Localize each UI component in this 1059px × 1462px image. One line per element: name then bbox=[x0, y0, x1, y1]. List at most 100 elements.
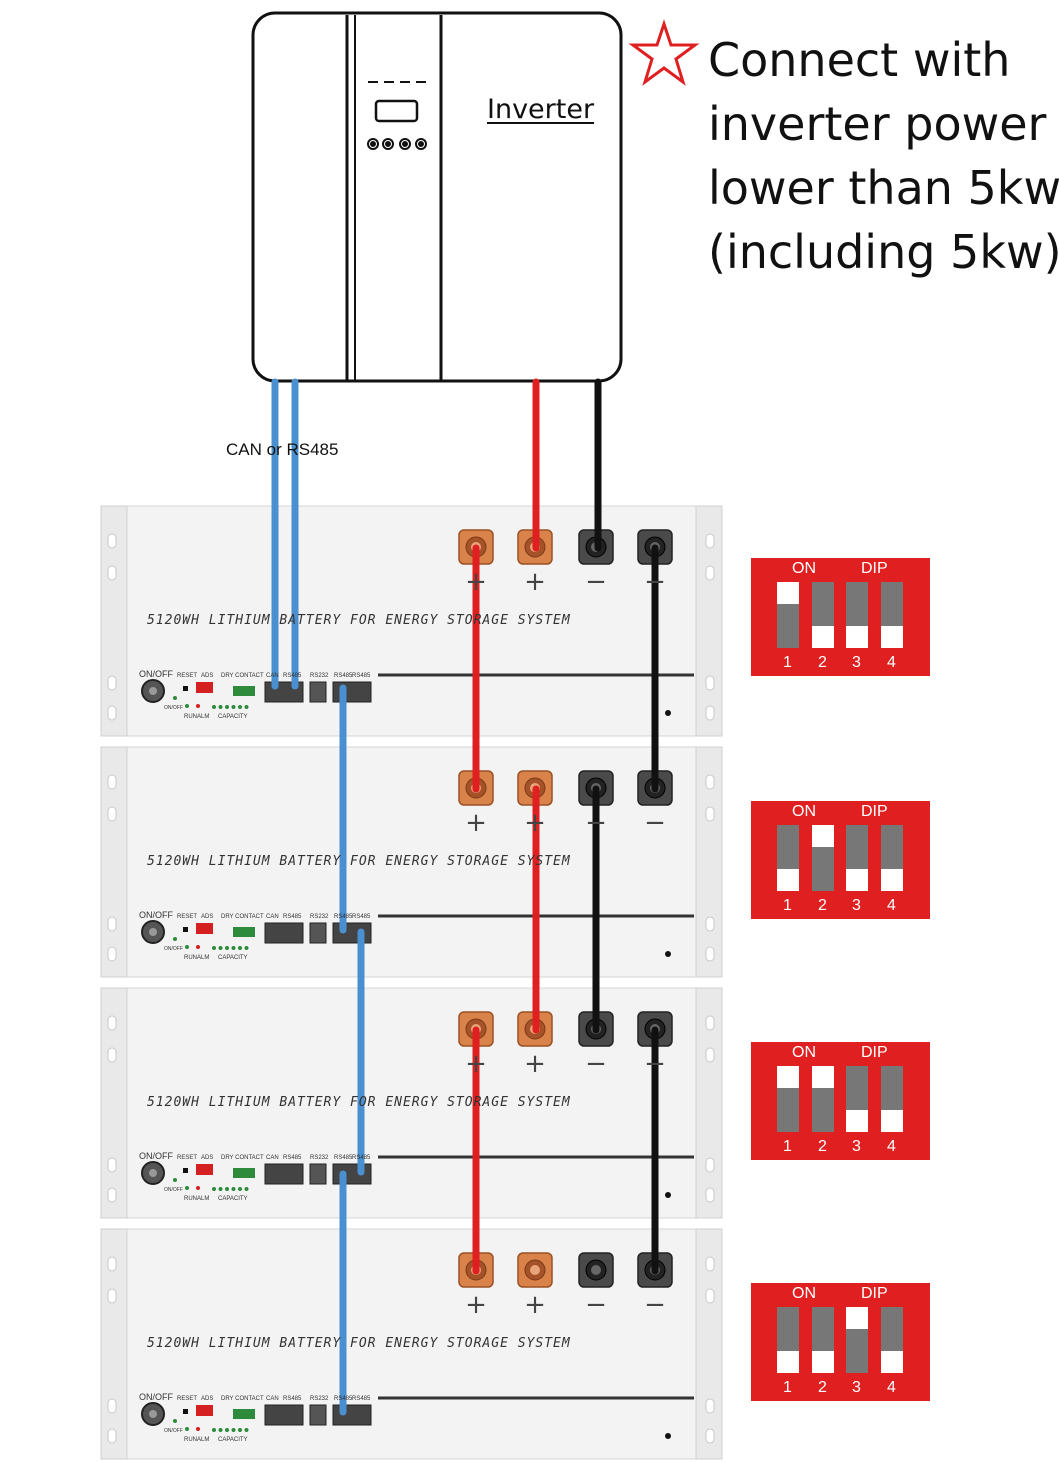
terminal-polarity-sign: − bbox=[644, 808, 666, 838]
mounting-hole bbox=[107, 1047, 117, 1063]
run-label: RUN bbox=[184, 955, 197, 961]
mounting-hole bbox=[107, 565, 117, 581]
battery-case bbox=[100, 1228, 723, 1460]
terminal-polarity-sign: − bbox=[585, 808, 607, 838]
capacity-led bbox=[244, 705, 249, 709]
mounting-hole bbox=[107, 1157, 117, 1173]
on-off-label: ON/OFF bbox=[139, 1392, 173, 1402]
port-label: ADS bbox=[201, 673, 214, 679]
rs485-port-pair bbox=[332, 1404, 372, 1426]
run-led bbox=[185, 945, 189, 949]
mounting-hole bbox=[107, 1015, 117, 1031]
dip-label: DIP bbox=[861, 803, 888, 820]
capacity-led bbox=[225, 1428, 229, 1432]
dip-number: 2 bbox=[818, 654, 827, 671]
dry-contact-terminal bbox=[233, 1168, 255, 1178]
battery-pack bbox=[100, 1228, 723, 1460]
dip-switch-panels bbox=[751, 558, 930, 1401]
terminal-polarity-sign: − bbox=[644, 567, 666, 597]
cables bbox=[271, 378, 659, 1416]
on-off-small-label: ON/OFF bbox=[164, 705, 183, 711]
dip-switch-panel bbox=[751, 801, 930, 919]
dip-number: 3 bbox=[852, 1379, 861, 1396]
mounting-hole bbox=[705, 1428, 715, 1444]
mounting-hole bbox=[705, 705, 715, 721]
dip-toggle-off bbox=[812, 626, 834, 648]
dip-toggle-on bbox=[777, 582, 799, 604]
rs232-port bbox=[309, 681, 327, 703]
capacity-label: CAPACITY bbox=[218, 714, 248, 720]
rs232-port bbox=[309, 1163, 327, 1185]
run-label: RUN bbox=[184, 714, 197, 720]
alm-led bbox=[196, 945, 200, 949]
dip-number: 3 bbox=[852, 654, 861, 671]
on-off-label: ON/OFF bbox=[139, 669, 173, 679]
capacity-led bbox=[212, 705, 216, 709]
mounting-hole bbox=[705, 774, 715, 790]
mounting-hole bbox=[705, 1157, 715, 1173]
capacity-label: CAPACITY bbox=[218, 1196, 248, 1202]
mounting-hole bbox=[107, 774, 117, 790]
mounting-hole bbox=[705, 675, 715, 691]
comm-cable-label: CAN or RS485 bbox=[226, 440, 339, 459]
port-label: RS232 bbox=[310, 673, 329, 679]
port-label: DRY CONTACT bbox=[221, 1396, 264, 1402]
port-label: ADS bbox=[201, 914, 214, 920]
port-label: DRY CONTACT bbox=[221, 673, 264, 679]
dry-contact-terminal bbox=[233, 927, 255, 937]
battery-pack bbox=[100, 987, 723, 1219]
terminal-polarity-sign: − bbox=[585, 1049, 607, 1079]
ads-dip-switch bbox=[196, 682, 213, 693]
dip-toggle-off bbox=[846, 626, 868, 648]
dry-contact-terminal bbox=[233, 1409, 255, 1419]
dip-toggle-off bbox=[846, 1110, 868, 1132]
on-off-small-label: ON/OFF bbox=[164, 1428, 183, 1434]
mounting-hole bbox=[705, 533, 715, 549]
dip-switch-panel bbox=[751, 1283, 930, 1401]
dip-toggle-off bbox=[881, 626, 903, 648]
rs485-port-pair bbox=[332, 922, 372, 944]
port-label: RS232 bbox=[310, 914, 329, 920]
capacity-led bbox=[218, 705, 223, 709]
port-label: RS485 bbox=[283, 673, 302, 679]
battery-stack bbox=[100, 505, 723, 1460]
dip-toggle-on bbox=[812, 825, 834, 847]
terminal-polarity-sign: + bbox=[524, 808, 546, 838]
battery-model-label: 5120WH LITHIUM BATTERY FOR ENERGY STORAG… bbox=[147, 854, 571, 869]
dip-label: DIP bbox=[861, 1285, 888, 1302]
mounting-hole bbox=[705, 1256, 715, 1272]
capacity-label: CAPACITY bbox=[218, 1437, 248, 1443]
rs485-port-pair bbox=[332, 1163, 372, 1185]
terminal-bolt-center bbox=[591, 1265, 601, 1275]
capacity-led bbox=[231, 1428, 236, 1432]
port-label: RS485 bbox=[352, 1155, 371, 1161]
port-label: RESET bbox=[177, 673, 198, 679]
star-outline-icon bbox=[628, 19, 700, 86]
dip-toggle-on bbox=[777, 1066, 799, 1088]
port-label: DRY CONTACT bbox=[221, 914, 264, 920]
reset-button bbox=[183, 686, 188, 691]
terminal-bolt-center bbox=[530, 1265, 540, 1275]
terminal-polarity-sign: + bbox=[524, 567, 546, 597]
dip-number: 3 bbox=[852, 1138, 861, 1155]
ads-dip-switch bbox=[196, 1164, 213, 1175]
port-label: RS485 bbox=[334, 1155, 353, 1161]
port-label: RESET bbox=[177, 1396, 198, 1402]
capacity-led bbox=[238, 705, 242, 709]
indicator-dot bbox=[665, 1433, 671, 1439]
capacity-led bbox=[225, 1187, 229, 1191]
battery-case bbox=[100, 746, 723, 978]
reset-button bbox=[183, 1168, 188, 1173]
dip-number: 4 bbox=[887, 654, 896, 671]
note-line-2: inverter power bbox=[708, 97, 1047, 151]
terminal-polarity-sign: + bbox=[524, 1290, 546, 1320]
capacity-led bbox=[212, 1187, 216, 1191]
mounting-ear-left bbox=[100, 1228, 128, 1460]
dip-toggle-off bbox=[812, 1351, 834, 1373]
mounting-hole bbox=[107, 1398, 117, 1414]
led-green bbox=[173, 1178, 177, 1182]
dip-number: 1 bbox=[783, 897, 792, 914]
mounting-hole bbox=[107, 946, 117, 962]
capacity-led bbox=[218, 1187, 223, 1191]
mounting-hole bbox=[107, 1288, 117, 1304]
